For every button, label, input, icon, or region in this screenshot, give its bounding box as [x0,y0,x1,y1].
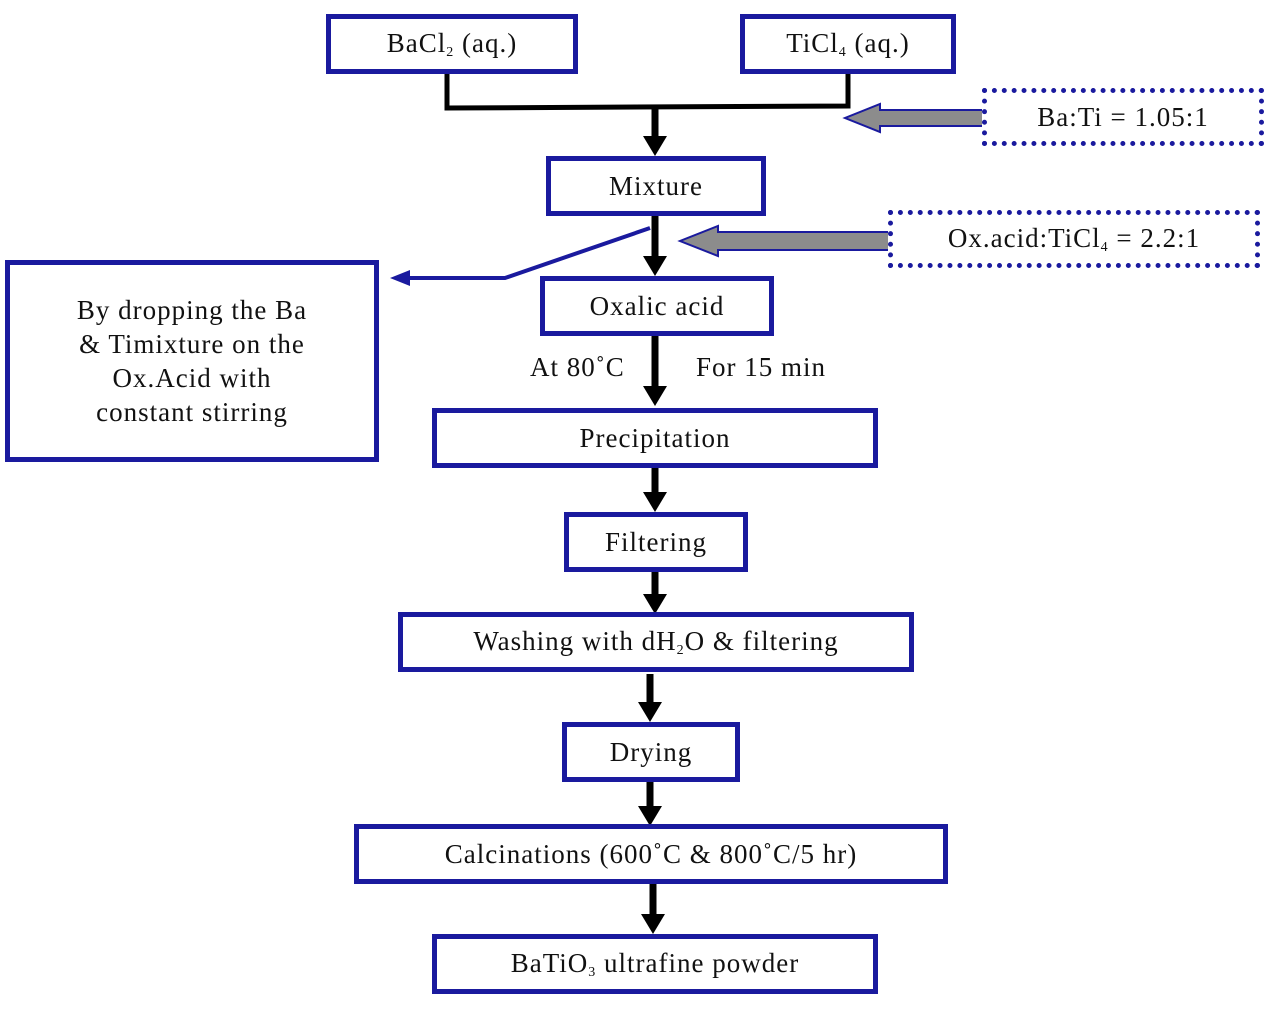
join-line [444,72,851,111]
node-calcinations-label: Calcinations (600˚C & 800˚C/5 hr) [444,838,858,869]
node-bacl2-label: BaCl2 (aq.) [386,27,518,60]
note-pointer-head [390,270,410,286]
arrow-head [641,914,665,934]
note-dropping-box: By dropping the Ba & Timixture on the Ox… [5,260,379,462]
ratio-ba-ti-box: Ba:Ti = 1.05:1 [982,88,1264,146]
flow-arrows [638,108,667,934]
node-filtering: Filtering [564,512,748,572]
arrow-head [638,806,662,826]
node-oxalic-acid-label: Oxalic acid [589,290,725,321]
arrow-head [643,594,667,614]
arrow-head [643,256,667,276]
node-mixture-label: Mixture [609,170,703,201]
node-precipitation-label: Precipitation [579,422,731,453]
ratio-arrow-ox [677,224,891,258]
node-calcinations: Calcinations (600˚C & 800˚C/5 hr) [354,824,948,884]
node-ticl4: TiCl4 (aq.) [740,14,956,74]
note-text: By dropping the Ba & Timixture on the Ox… [77,293,307,429]
node-oxalic-acid: Oxalic acid [540,276,774,336]
node-washing: Washing with dH2O & filtering [398,612,914,672]
arrow-head [643,136,667,156]
node-product: BaTiO3 ultrafine powder [432,934,878,994]
node-bacl2: BaCl2 (aq.) [326,14,578,74]
node-precipitation: Precipitation [432,408,878,468]
node-drying-label: Drying [609,736,693,767]
note-line: constant stirring [96,397,288,427]
node-drying: Drying [562,722,740,782]
note-line: & Timixture on the [79,329,305,359]
condition-time: For 15 min [696,352,827,382]
node-mixture: Mixture [546,156,766,216]
note-line: Ox.Acid with [112,363,272,393]
node-ticl4-label: TiCl4 (aq.) [786,27,910,60]
ratio-ox-box: Ox.acid:TiCl4 = 2.2:1 [888,210,1260,268]
arrow-head [643,492,667,512]
arrow-head [643,386,667,406]
node-filtering-label: Filtering [605,526,707,557]
arrow-head [638,702,662,722]
note-pointer-line [410,226,651,280]
node-washing-label: Washing with dH2O & filtering [473,625,839,658]
node-product-label: BaTiO3 ultrafine powder [510,947,800,980]
ratio-ox-label: Ox.acid:TiCl4 = 2.2:1 [947,222,1201,255]
note-line: By dropping the Ba [76,295,308,325]
condition-temperature: At 80˚C [530,352,625,382]
ratio-ba-ti-label: Ba:Ti = 1.05:1 [1037,101,1209,132]
ratio-arrow-ba-ti [842,102,989,134]
